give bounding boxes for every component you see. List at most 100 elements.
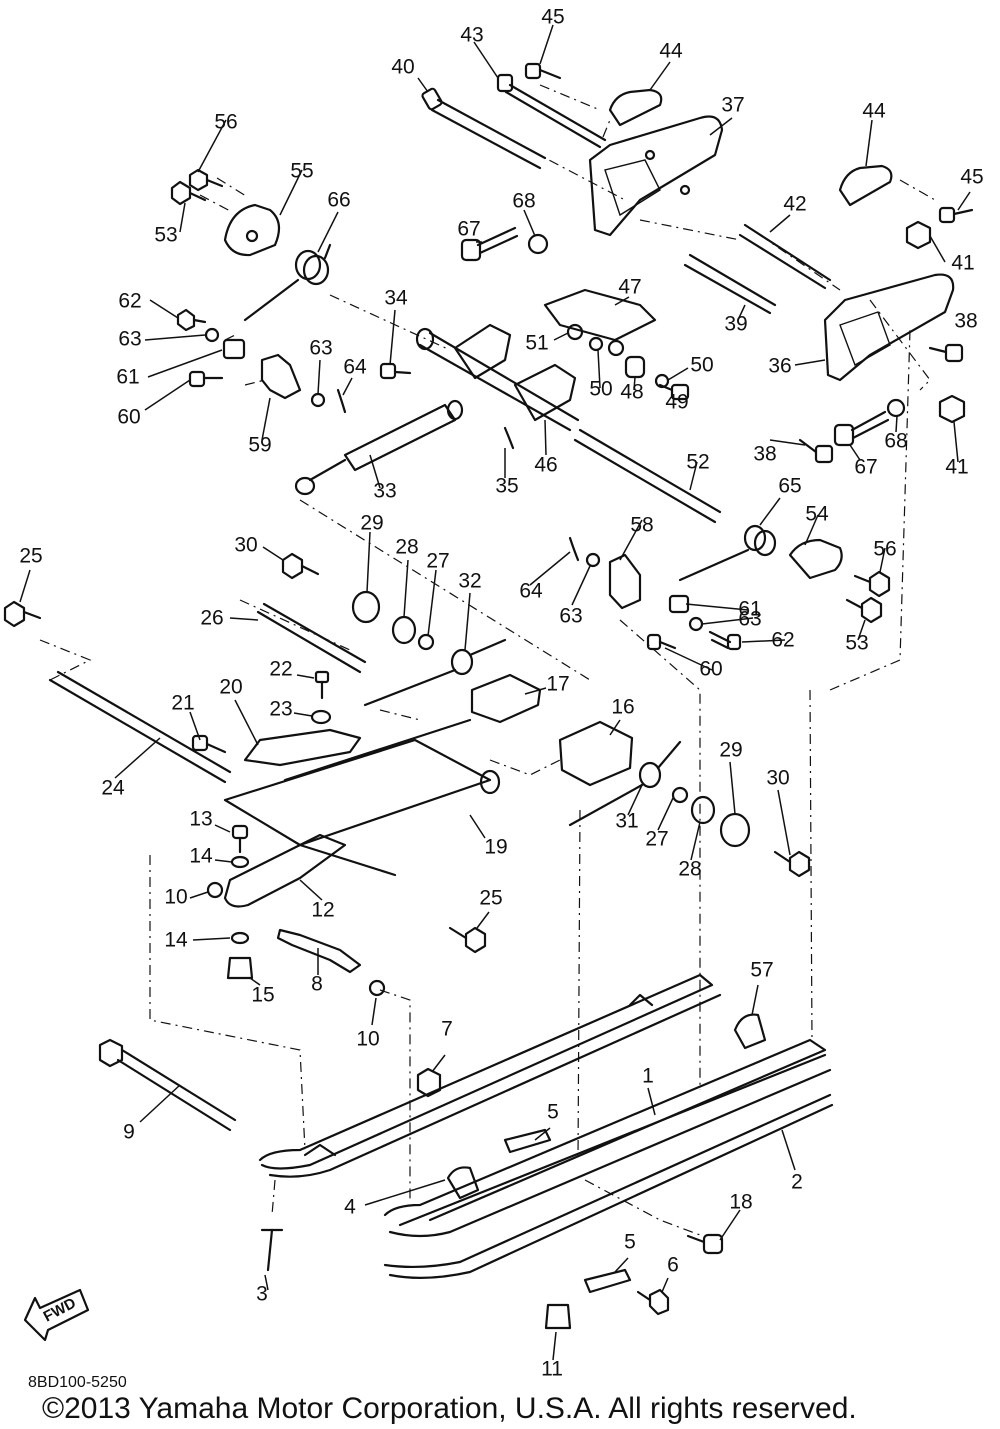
callout-64-mid: 64: [519, 580, 543, 603]
callout-11: 11: [541, 1358, 563, 1381]
callout-60-mid: 60: [699, 658, 722, 681]
part-30-bolt-right: [773, 850, 811, 878]
part-22-bolt: [314, 670, 330, 700]
callout-4: 4: [344, 1196, 356, 1219]
part-67-bolt-left: [460, 226, 519, 262]
part-27-washer-right: [671, 786, 689, 804]
callout-66: 66: [327, 189, 350, 212]
part-1-rail: [383, 1038, 832, 1238]
part-14-nut-lower: [230, 931, 250, 945]
copyright-notice: ©2013 Yamaha Motor Corporation, U.S.A. A…: [42, 1392, 857, 1425]
part-63-washer-c: [585, 552, 601, 568]
callout-37: 37: [721, 94, 744, 117]
callout-67-right: 67: [854, 456, 877, 479]
part-28-collar-right: [690, 795, 716, 825]
part-45-bolt-right: [938, 206, 974, 224]
callout-62-top: 62: [118, 290, 141, 313]
fwd-arrow: FWD: [23, 1288, 90, 1342]
part-4-bracket: [446, 1166, 480, 1200]
callout-15: 15: [251, 984, 274, 1007]
callout-52: 52: [686, 451, 709, 474]
part-54-bracket: [788, 538, 843, 580]
part-56-bolt-mid: [853, 570, 891, 598]
part-16-block: [558, 720, 634, 787]
part-60-bolt-top: [188, 370, 224, 388]
callout-10-upper: 10: [164, 886, 187, 909]
part-57-bracket: [733, 1013, 767, 1050]
callout-41-bottom: 41: [945, 456, 968, 479]
callout-51: 51: [525, 332, 548, 355]
callout-48: 48: [620, 381, 643, 404]
callout-55: 55: [290, 160, 313, 183]
callout-9: 9: [123, 1121, 135, 1144]
callout-40: 40: [391, 56, 414, 79]
callout-23: 23: [269, 698, 292, 721]
part-9-bolt: [98, 1038, 237, 1132]
part-64-pin-mid: [568, 536, 580, 562]
part-20-arm: [243, 728, 362, 767]
callout-6: 6: [667, 1254, 679, 1277]
part-67-bolt-right: [833, 410, 890, 447]
part-40-long-bolt: [421, 87, 547, 170]
part-44-handle-right: [838, 164, 893, 207]
part-50-washer-a: [588, 336, 604, 352]
callout-24: 24: [101, 777, 125, 800]
part-62-bolt-mid: [708, 630, 742, 651]
callout-22: 22: [269, 658, 292, 681]
callout-36: 36: [768, 355, 791, 378]
callout-27-left: 27: [426, 550, 449, 573]
part-39-rod: [683, 253, 777, 315]
part-49-bolt: [658, 383, 690, 401]
part-36-bracket: [823, 273, 955, 382]
middle-assembly: [3, 524, 891, 997]
part-21-bolt: [191, 734, 227, 754]
callout-50-upper: 50: [690, 354, 713, 377]
callout-68-left: 68: [512, 190, 535, 213]
callout-61-top: 61: [116, 366, 139, 389]
part-29-collar-right: [719, 812, 751, 848]
part-25-bolt-top: [3, 600, 42, 628]
callout-47: 47: [618, 276, 641, 299]
callout-56-top: 56: [214, 111, 237, 134]
callout-10-lower: 10: [356, 1028, 379, 1051]
callout-62-mid: 62: [771, 629, 794, 652]
callout-57: 57: [750, 959, 773, 982]
callout-44-right: 44: [862, 100, 886, 123]
part-62-bolt-top: [176, 308, 207, 332]
callout-14-upper: 14: [189, 845, 213, 868]
part-60-bolt-mid: [646, 633, 677, 651]
callout-1: 1: [642, 1065, 654, 1088]
part-31-spring: [568, 740, 682, 827]
callout-50-lower: 50: [589, 378, 612, 401]
part-68-washer-left: [527, 233, 549, 255]
callout-16: 16: [611, 696, 634, 719]
part-42-rod: [738, 223, 832, 290]
part-45-bolt: [524, 62, 562, 80]
part-17-block: [470, 673, 542, 724]
callout-45-right: 45: [960, 166, 983, 189]
part-rail-left: [258, 973, 722, 1178]
leader-lines: [19, 24, 971, 1361]
part-10-washer-upper: [206, 881, 224, 899]
part-63-washer-b: [310, 392, 326, 408]
part-63-washer-d: [688, 616, 704, 632]
part-33-shock: [294, 399, 464, 496]
part-5-plate-upper: [503, 1128, 552, 1154]
callout-54: 54: [805, 503, 829, 526]
callout-18: 18: [729, 1191, 752, 1214]
callout-60-top: 60: [117, 406, 140, 429]
part-8-shaft: [276, 928, 362, 974]
callout-63-mid: 63: [559, 605, 582, 628]
callout-28-right: 28: [678, 858, 701, 881]
callout-19: 19: [484, 836, 507, 859]
part-41-nut-top: [905, 220, 932, 250]
part-24-shaft: [48, 670, 232, 784]
callout-53-mid: 53: [845, 632, 868, 655]
part-64-pin-top: [336, 388, 347, 414]
part-18-bolt: [686, 1233, 724, 1255]
upper-assembly: [170, 62, 974, 524]
part-19-frame: [223, 718, 501, 877]
callout-38-right: 38: [954, 310, 977, 333]
callout-63-left: 63: [309, 337, 332, 360]
